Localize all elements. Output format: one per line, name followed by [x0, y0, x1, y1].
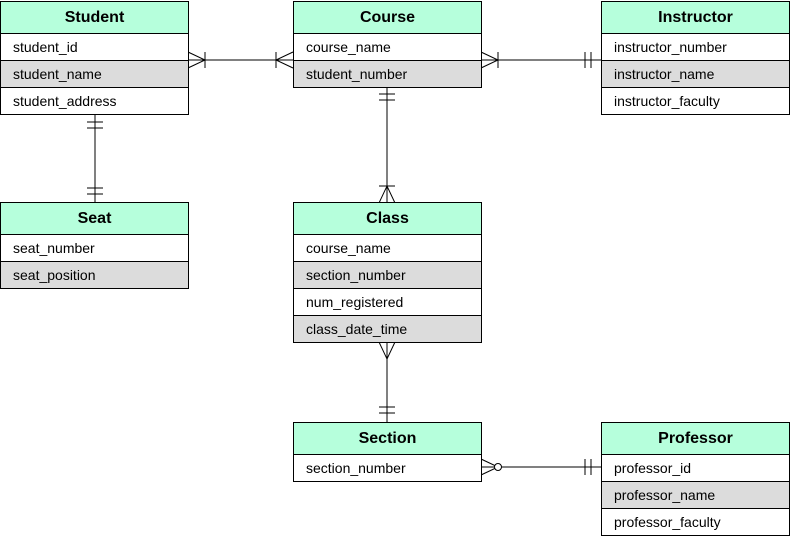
entity-seat[interactable]: Seat seat_number seat_position [0, 202, 189, 289]
relationship-section-professor [480, 458, 601, 476]
attribute-row: professor_id [602, 455, 789, 482]
entity-course[interactable]: Course course_name student_number [293, 1, 482, 88]
entity-professor[interactable]: Professor professor_id professor_name pr… [601, 422, 790, 536]
crows-foot-class-end [378, 341, 396, 361]
attribute-row: section_number [294, 262, 481, 289]
attribute-row: professor_faculty [614, 514, 721, 530]
attribute-row: section_number [306, 460, 406, 476]
optional-circle-section-end [494, 463, 502, 471]
entity-title: Student [1, 2, 188, 34]
entity-title: Section [294, 423, 481, 455]
attribute-row: course_name [294, 235, 481, 262]
relationship-student-seat [87, 115, 103, 203]
relationship-course-class [378, 88, 396, 204]
attribute-row: student_name [1, 61, 188, 88]
attribute-row: student_address [13, 93, 117, 109]
attribute-row: seat_position [1, 262, 188, 288]
attribute-row: instructor_name [602, 61, 789, 88]
entity-title: Course [294, 2, 481, 34]
attribute-row: num_registered [294, 289, 481, 316]
entity-title: Professor [602, 423, 789, 455]
attribute-row: student_number [294, 61, 481, 87]
attribute-row: course_name [294, 34, 481, 61]
attribute-row: student_id [1, 34, 188, 61]
entity-class[interactable]: Class course_name section_number num_reg… [293, 202, 482, 343]
entity-student[interactable]: Student student_id student_name student_… [0, 1, 189, 115]
attribute-row: class_date_time [294, 316, 481, 342]
entity-title: Seat [1, 203, 188, 235]
entity-title: Instructor [602, 2, 789, 34]
relationship-student-course [187, 51, 294, 69]
relationship-class-section [378, 341, 396, 423]
entity-section[interactable]: Section section_number [293, 422, 482, 482]
attribute-row: professor_name [602, 482, 789, 509]
attribute-row: seat_number [1, 235, 188, 262]
entity-title: Class [294, 203, 481, 235]
entity-instructor[interactable]: Instructor instructor_number instructor_… [601, 1, 790, 115]
attribute-row: instructor_faculty [614, 93, 720, 109]
attribute-row: instructor_number [602, 34, 789, 61]
relationship-course-instructor [480, 51, 601, 69]
